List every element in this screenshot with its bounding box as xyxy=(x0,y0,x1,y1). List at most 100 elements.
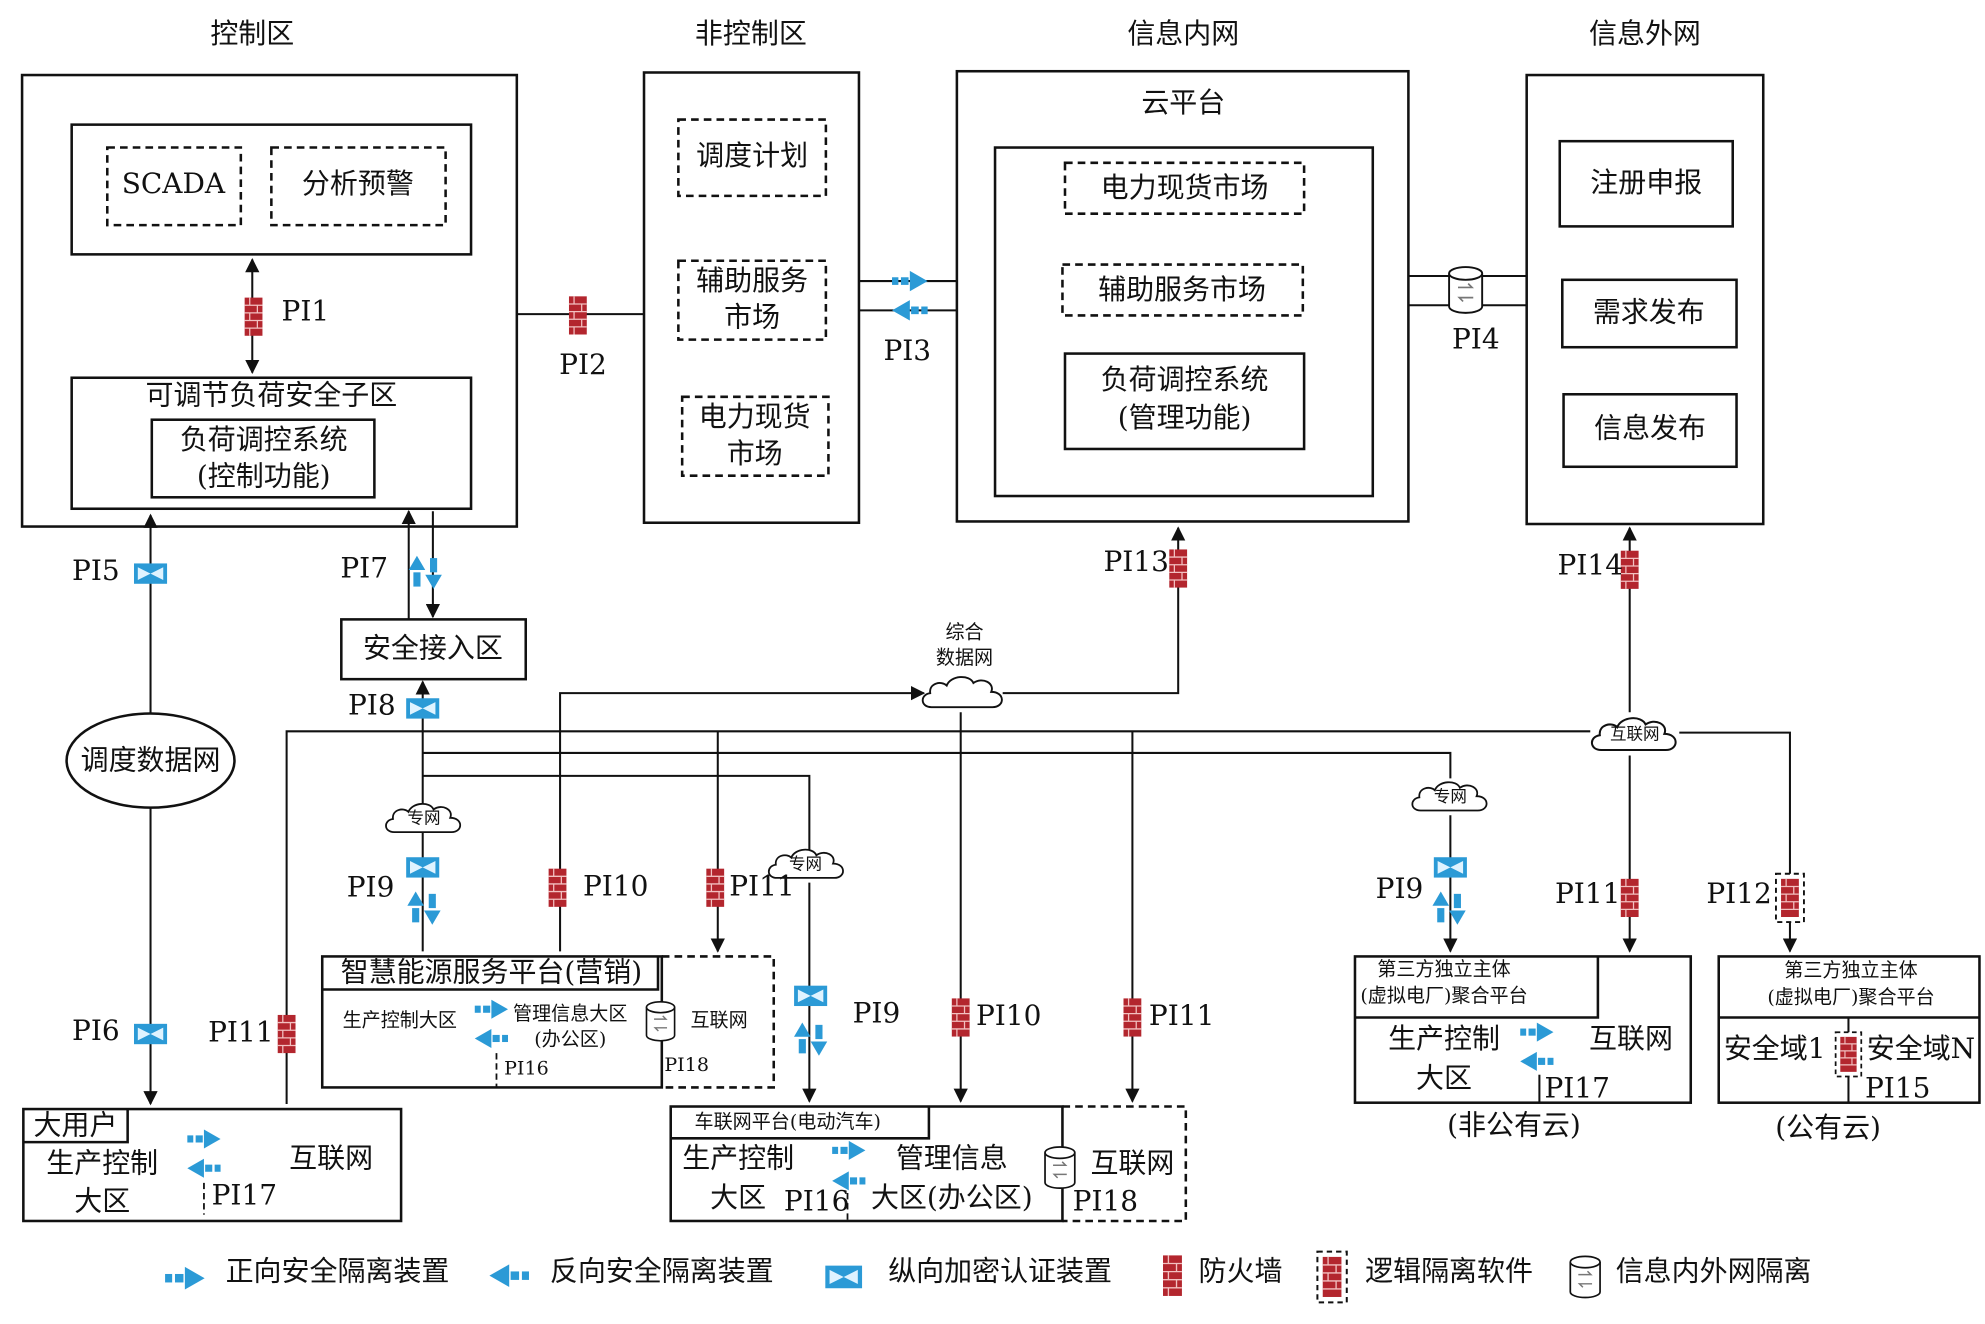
pi11-label: PI11 xyxy=(1555,877,1620,910)
load-control-system-label: 负荷调控系统 xyxy=(180,423,348,456)
zone-title-noncontrol: 非控制区 xyxy=(695,17,807,50)
secure-access-zone xyxy=(340,618,528,681)
encryption-device-icon xyxy=(825,1265,863,1289)
spot-label: 电力现货 xyxy=(699,400,811,433)
adjustable-load-subzone-title: 可调节负荷安全子区 xyxy=(145,378,397,411)
zone-title-control: 控制区 xyxy=(210,17,294,50)
demand-release-label: 需求发布 xyxy=(1593,296,1705,329)
security-domain-n-label: 安全域N xyxy=(1867,1032,1975,1065)
inout-network-isolation-icon xyxy=(1448,266,1484,314)
ancillary-market-label: 市场 xyxy=(724,301,780,334)
control-zone: SCADA 分析预警 PI1 可调节负荷安全子区 负荷调控系统 (控制功能) xyxy=(20,73,519,528)
firewall-icon xyxy=(547,868,568,908)
control-function-label: (控制功能) xyxy=(197,460,331,493)
vehicle-platform-title: 车联网平台(电动汽车) xyxy=(695,1111,881,1133)
ancillary-market-label: 辅助服务市场 xyxy=(1098,273,1266,306)
internet-label: 互联网 xyxy=(289,1141,373,1174)
forward-isolation-icon xyxy=(1520,1022,1554,1042)
bidirectional-isolation-icon xyxy=(794,1022,828,1056)
pi17-label: PI17 xyxy=(212,1178,277,1211)
pi16-label: PI16 xyxy=(784,1185,849,1218)
pi11-label: PI11 xyxy=(729,869,794,902)
secure-access-zone-label: 安全接入区 xyxy=(363,631,503,664)
third-party-aggregator-public-cloud: 第三方独立主体 (虚拟电厂)聚合平台 安全域1 安全域N PI15 (公有云) xyxy=(1717,955,1981,1144)
pi16-label: PI16 xyxy=(504,1058,549,1080)
production-label-2: 大区 xyxy=(74,1185,130,1218)
reverse-isolation-icon xyxy=(187,1158,221,1178)
legend-inout-label: 信息内外网隔离 xyxy=(1616,1255,1812,1288)
vehicle-network-platform: 车联网平台(电动汽车) 生产控制 大区 PI16 管理信息 大区(办公区) 互联… xyxy=(669,1105,1188,1223)
production-label-2: 大区 xyxy=(1416,1061,1472,1094)
large-user-title: 大用户 xyxy=(34,1108,118,1141)
encryption-device-icon xyxy=(406,857,440,878)
dispatch-data-network-label: 调度数据网 xyxy=(81,743,221,776)
encryption-device-icon xyxy=(133,1023,168,1045)
internet-label: 互联网 xyxy=(1090,1147,1174,1180)
third-party-title-2: (虚拟电厂)聚合平台 xyxy=(1767,986,1934,1008)
private-network-label: 专网 xyxy=(407,809,440,828)
pi18-label: PI18 xyxy=(1073,1185,1138,1218)
scada-label: SCADA xyxy=(122,167,226,200)
forward-isolation-icon xyxy=(832,1140,866,1160)
bidirectional-isolation-icon xyxy=(408,555,442,589)
integrated-data-network-cloud xyxy=(921,676,1003,709)
encryption-device-icon xyxy=(406,698,440,719)
spot-market-label: 市场 xyxy=(727,437,783,470)
production-label-1: 生产控制 xyxy=(682,1141,794,1174)
internet-cloud-label: 互联网 xyxy=(1610,725,1660,744)
smart-energy-title: 智慧能源服务平台(营销) xyxy=(341,956,643,989)
pi6-label: PI6 xyxy=(72,1014,120,1047)
zone-title-intranet: 信息内网 xyxy=(1127,17,1239,50)
third-party-title-1: 第三方独立主体 xyxy=(1784,960,1917,982)
pi12-label: PI12 xyxy=(1706,877,1771,910)
pi18-label: PI18 xyxy=(664,1054,709,1076)
firewall-icon xyxy=(1168,548,1188,589)
pi10-label: PI10 xyxy=(976,999,1041,1032)
inout-network-isolation-icon xyxy=(645,1001,676,1042)
logical-isolation-icon xyxy=(1834,1031,1863,1078)
production-label-2: 大区 xyxy=(710,1181,766,1214)
spot-market-label: 电力现货市场 xyxy=(1101,171,1269,204)
internet-label: 互联网 xyxy=(1589,1022,1673,1055)
firewall-icon xyxy=(1162,1254,1183,1297)
firewall-icon xyxy=(277,1014,297,1054)
forward-isolation-icon xyxy=(474,999,509,1019)
cloud-platform-title: 云平台 xyxy=(1141,86,1225,119)
forward-isolation-icon xyxy=(187,1129,221,1149)
pi1-label: PI1 xyxy=(282,294,330,327)
pi5-label: PI5 xyxy=(72,554,120,587)
management-function-label: (管理功能) xyxy=(1118,401,1252,434)
pi8-label: PI8 xyxy=(348,689,396,722)
pi2-label: PI2 xyxy=(559,348,607,381)
public-cloud-caption: (公有云) xyxy=(1775,1111,1881,1144)
third-party-aggregator-private-cloud: 第三方独立主体 (虚拟电厂)聚合平台 生产控制 大区 PI17 互联网 (非公有… xyxy=(1353,955,1693,1141)
logical-isolation-icon xyxy=(1316,1250,1348,1304)
noncontrol-zone: 调度计划 辅助服务 市场 电力现货 市场 xyxy=(642,71,861,525)
firewall-icon xyxy=(951,997,971,1038)
analysis-warning-label: 分析预警 xyxy=(302,167,414,200)
private-network-label: 专网 xyxy=(1434,787,1467,806)
legend-logical-label: 逻辑隔离软件 xyxy=(1365,1255,1533,1288)
bidirectional-isolation-icon xyxy=(407,891,441,925)
smart-energy-platform: 智慧能源服务平台(营销) 生产控制大区 管理信息大区 (办公区) 互联网 PI1… xyxy=(320,955,776,1089)
encryption-device-icon xyxy=(1433,857,1467,878)
integrated-network-label-2: 数据网 xyxy=(936,647,993,669)
ancillary-service-label: 辅助服务 xyxy=(696,264,808,297)
pi7-label: PI7 xyxy=(340,551,388,584)
encryption-device-icon xyxy=(133,563,168,584)
forward-isolation-icon xyxy=(892,270,928,292)
firewall-icon xyxy=(705,868,725,908)
legend-forward-label: 正向安全隔离装置 xyxy=(226,1255,450,1288)
firewall-icon xyxy=(244,296,264,337)
security-domain-1-label: 安全域1 xyxy=(1724,1032,1826,1065)
dispatch-plan-label: 调度计划 xyxy=(696,139,808,172)
encryption-device-icon xyxy=(794,985,828,1007)
legend-reverse-label: 反向安全隔离装置 xyxy=(550,1255,774,1288)
load-control-system-label: 负荷调控系统 xyxy=(1101,363,1269,396)
reverse-isolation-icon xyxy=(1520,1051,1554,1071)
non-public-cloud-caption: (非公有云) xyxy=(1447,1108,1581,1141)
integrated-network-label-1: 综合 xyxy=(945,621,983,643)
private-network-label: 专网 xyxy=(789,854,822,873)
large-user-platform: 大用户 生产控制 大区 PI17 互联网 xyxy=(22,1107,403,1223)
